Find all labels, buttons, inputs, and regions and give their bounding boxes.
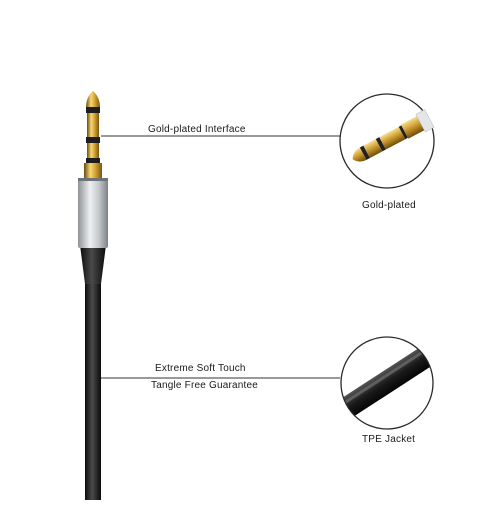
jacket-magnifier [340,336,434,430]
gold-tip-magnifier [339,93,435,189]
plug-housing [78,178,108,248]
touch-label: Extreme Soft Touch [155,363,246,374]
jacket-caption: TPE Jacket [362,434,416,445]
cable-jacket [85,282,101,500]
strain-relief [80,245,106,284]
gold-plug [84,91,102,178]
interface-label: Gold-plated Interface [148,124,246,135]
tangle-label: Tangle Free Guarantee [151,380,259,391]
tip-caption: Gold-plated [362,200,416,211]
